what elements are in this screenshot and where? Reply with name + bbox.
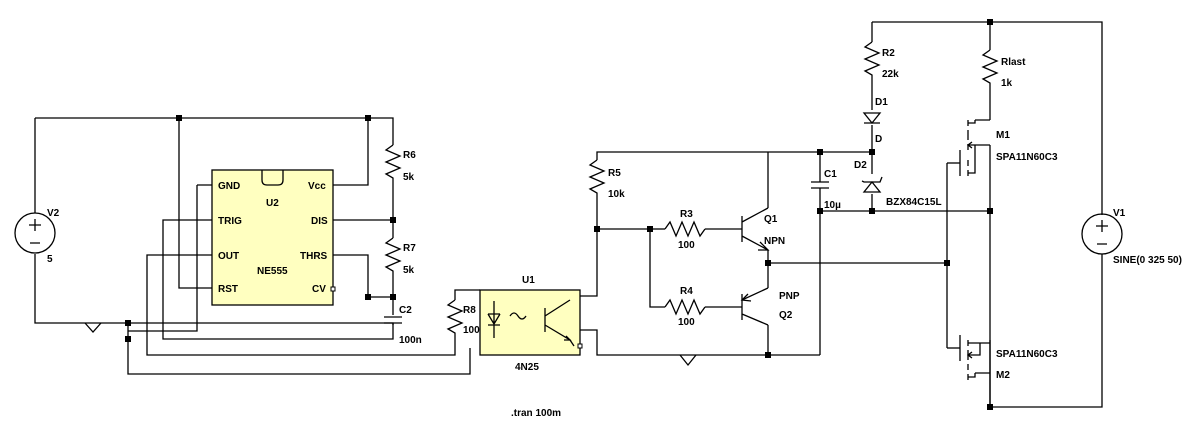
m2-mosfet[interactable]: SPA11N60C3 M2 [959,335,1058,381]
u2-pin-vcc: Vcc [308,181,326,192]
c2-ref-label: C2 [399,305,412,316]
r8-value-label: 100 [463,325,480,336]
r8-resistor[interactable]: R8 100 [446,299,480,340]
v1-ref-label: V1 [1113,208,1126,219]
d2-ref-label: D2 [854,160,867,171]
m1-value-label: SPA11N60C3 [996,152,1058,163]
u1-optocoupler[interactable]: U1 4N25 [479,275,583,373]
r3-resistor[interactable]: R3 100 [664,209,706,251]
q1-value-label: NPN [764,236,785,247]
rlast-resistor[interactable]: Rlast 1k [981,49,1026,90]
u2-pin-out: OUT [218,251,239,262]
r3-value-label: 100 [678,240,695,251]
q2-value-label: PNP [779,291,800,302]
r4-value-label: 100 [678,317,695,328]
junction-dots [125,19,993,410]
u2-pin-thrs: THRS [300,251,328,262]
c1-value-label: 10µ [824,200,841,211]
r4-resistor[interactable]: R4 100 [664,286,706,328]
u2-pin-rst: RST [218,284,238,295]
r8-ref-label: R8 [463,305,476,316]
u2-pin-dis: DIS [311,216,328,227]
r2-ref-label: R2 [882,48,895,59]
c1-ref-label: C1 [824,169,837,180]
rlast-ref-label: Rlast [1001,57,1026,68]
r5-resistor[interactable]: R5 10k [588,159,625,200]
v2-voltage-source[interactable]: V2 5 [14,208,60,265]
u2-value-label: NE555 [257,266,288,277]
u1-ref-label: U1 [522,275,535,286]
v1-voltage-source[interactable]: V1 SINE(0 325 50) [1081,208,1182,266]
rlast-value-label: 1k [1001,78,1013,89]
r6-value-label: 5k [403,172,415,183]
r5-ref-label: R5 [608,168,621,179]
r7-resistor[interactable]: R7 5k [384,237,416,278]
r6-resistor[interactable]: R6 5k [384,144,416,185]
m1-mosfet[interactable]: M1 SPA11N60C3 [959,120,1058,176]
d1-value-label: D [875,134,882,145]
r7-value-label: 5k [403,265,415,276]
u2-pin-trig: TRIG [218,216,242,227]
m2-value-label: SPA11N60C3 [996,349,1058,360]
r5-value-label: 10k [608,189,625,200]
q1-ref-label: Q1 [764,214,778,225]
d1-diode[interactable]: D1 D [862,97,888,145]
u2-ne555-timer[interactable]: GND Vcc TRIG DIS OUT THRS RST CV U2 NE55… [211,169,336,306]
u2-ref-label: U2 [266,198,279,209]
tran-directive[interactable]: .tran 100m [511,408,561,419]
r2-value-label: 22k [882,69,899,80]
r7-ref-label: R7 [403,243,416,254]
v2-value-label: 5 [47,254,53,265]
u2-pin-cv: CV [312,284,326,295]
q2-ref-label: Q2 [779,310,793,321]
r3-ref-label: R3 [680,209,693,220]
u1-value-label: 4N25 [515,362,539,373]
q1-npn-transistor[interactable]: Q1 NPN [741,207,785,251]
c2-capacitor[interactable]: C2 100n [384,305,422,346]
m2-ref-label: M2 [996,370,1010,381]
r2-resistor[interactable]: R2 22k [863,41,899,82]
r6-ref-label: R6 [403,150,416,161]
m1-ref-label: M1 [996,130,1010,141]
d2-value-label: BZX84C15L [886,197,942,208]
u2-pin-gnd: GND [218,181,240,192]
wires [34,21,1103,408]
v2-ref-label: V2 [47,208,60,219]
d1-ref-label: D1 [875,97,888,108]
r4-ref-label: R4 [680,286,693,297]
q2-pnp-transistor[interactable]: PNP Q2 [740,287,800,326]
d2-zener-diode[interactable]: D2 BZX84C15L [854,160,942,208]
c2-value-label: 100n [399,335,422,346]
c1-capacitor[interactable]: C1 10µ [811,169,841,211]
v1-value-label: SINE(0 325 50) [1113,255,1182,266]
